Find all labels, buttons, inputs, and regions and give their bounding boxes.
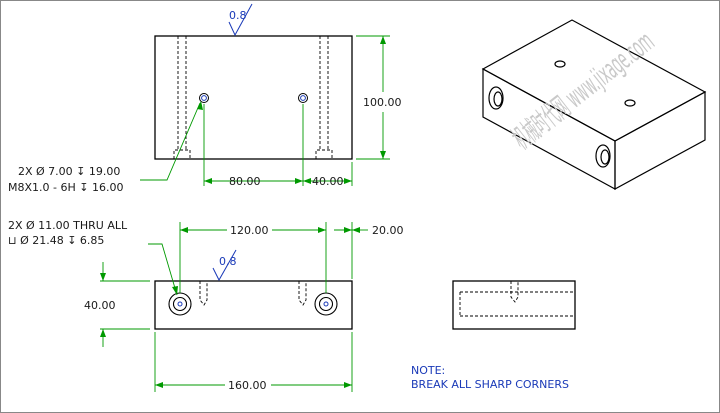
- front-view-hole-left: [168, 292, 192, 316]
- watermark: 机械时代网 www.jixage.com: [506, 25, 660, 156]
- top-view-dim-height: 100.00: [363, 96, 402, 109]
- top-view-hole-left: [199, 93, 209, 103]
- top-view: 0.8 100.00 80.: [8, 3, 402, 194]
- front-view-dim-edge-offset: 20.00: [372, 224, 404, 237]
- side-view-outline: [452, 280, 576, 330]
- front-view-dim-height: 40.00: [84, 299, 116, 312]
- front-view-dim-width: 160.00: [228, 379, 267, 392]
- isometric-view: [481, 19, 707, 191]
- side-view-hidden-lines: [459, 281, 575, 317]
- top-view-dim-lines: [140, 35, 390, 186]
- top-view-hole-callout-line2: M8X1.0 - 6H ↧ 16.00: [8, 181, 123, 194]
- top-view-hidden-lines: [173, 36, 333, 159]
- side-view: [452, 280, 576, 330]
- front-view-hidden-lines: [199, 281, 307, 306]
- top-view-outline: [154, 35, 353, 160]
- note-text: BREAK ALL SHARP CORNERS: [411, 378, 569, 391]
- front-view-dim-lines: [100, 222, 368, 392]
- front-view-finish-symbol: 0.8: [212, 249, 237, 282]
- iso-top-hole-1: [554, 60, 566, 68]
- front-view-dim-hole-spacing: 120.00: [230, 224, 269, 237]
- top-view-dim-edge-offset: 40.00: [312, 175, 344, 188]
- note-title: NOTE:: [411, 364, 445, 377]
- top-view-hole-callout-line1: 2X Ø 7.00 ↧ 19.00: [18, 165, 120, 178]
- top-view-finish-symbol: 0.8: [228, 3, 253, 37]
- top-view-hole-right: [298, 93, 308, 103]
- iso-front-hole-left: [488, 86, 504, 110]
- iso-top-hole-2: [624, 99, 636, 107]
- top-view-dim-hole-spacing: 80.00: [229, 175, 261, 188]
- front-view-outline: [154, 280, 353, 330]
- front-view-arrowheads: [100, 227, 360, 388]
- front-view-finish-value: 0.8: [219, 255, 237, 268]
- watermark-text: 机械时代网 www.jixage.com: [506, 25, 660, 156]
- front-view-hole-callout-line1: 2X Ø 11.00 THRU ALL: [8, 219, 128, 232]
- front-view-hole-right: [314, 292, 338, 316]
- top-view-arrowheads: [197, 36, 386, 184]
- iso-side-face: [614, 90, 706, 191]
- iso-front-hole-right: [595, 144, 611, 168]
- top-view-finish-value: 0.8: [229, 9, 247, 22]
- front-view: 0.8: [8, 219, 404, 392]
- front-view-hole-callout-line2: ⊔ Ø 21.48 ↧ 6.85: [8, 234, 104, 247]
